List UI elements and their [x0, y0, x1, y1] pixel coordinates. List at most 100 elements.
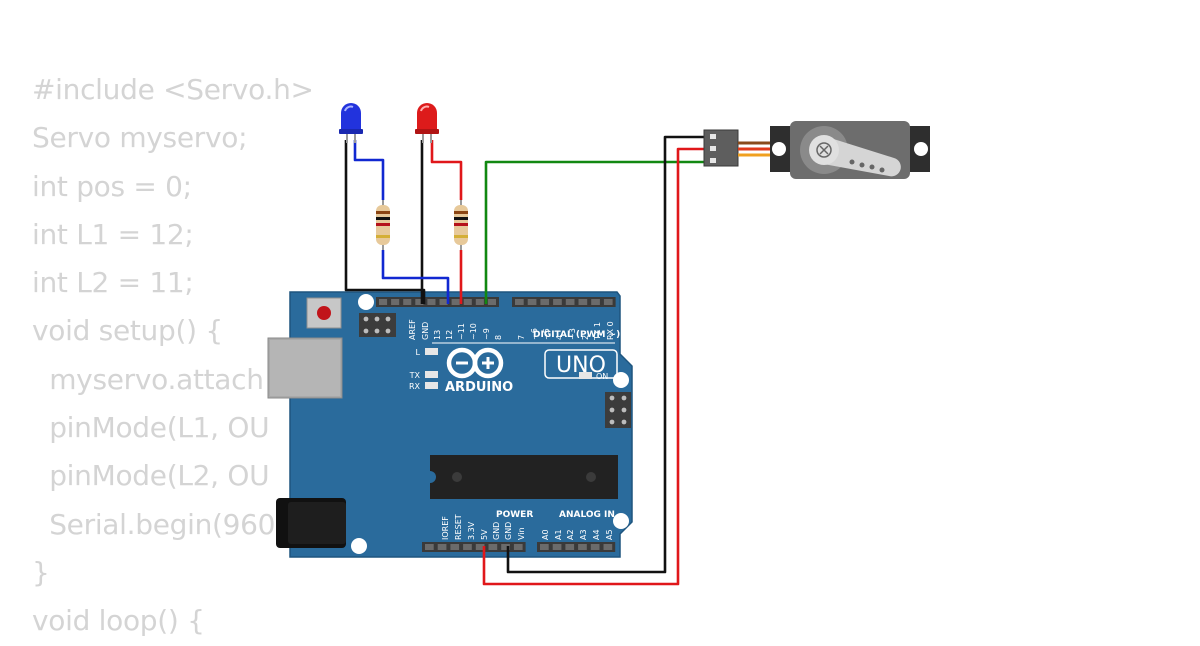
header-pin[interactable]: [475, 544, 485, 550]
header-pin[interactable]: [439, 299, 448, 305]
power-header-label: POWER: [496, 510, 533, 520]
header-pin[interactable]: [540, 544, 549, 550]
header-pin[interactable]: [540, 299, 550, 305]
header-pin[interactable]: [487, 299, 496, 305]
header-pin[interactable]: [403, 299, 412, 305]
wire-red-servo-power: [482, 147, 708, 586]
header-pin[interactable]: [578, 544, 587, 550]
header-pin[interactable]: [379, 299, 388, 305]
pin-label: A1: [554, 529, 563, 540]
analog-header-label: ANALOG IN: [559, 510, 615, 520]
wire-blue-led-anode: [353, 140, 385, 200]
pin-label: 13: [433, 330, 442, 340]
header-pin[interactable]: [578, 299, 588, 305]
arduino-uno-board[interactable]: UNO ARDUINO L TX RX ON DIGITAL (PWM ~) P…: [267, 291, 633, 558]
pin-label: 8: [494, 335, 503, 340]
resistor-icon[interactable]: [376, 200, 390, 250]
pin-label: Vin: [517, 527, 526, 540]
header-pin[interactable]: [450, 544, 460, 550]
pin-label: ~5: [542, 328, 551, 340]
board-brand-label: ARDUINO: [445, 380, 513, 395]
header-pin[interactable]: [415, 299, 424, 305]
pin-label: A0: [541, 529, 550, 540]
wires: [344, 135, 708, 586]
pin-label: 7: [517, 335, 526, 340]
header-pin[interactable]: [565, 544, 575, 550]
led-icon[interactable]: [415, 103, 439, 143]
code-line: myservo.attach: [32, 362, 264, 396]
pin-label: ~6: [530, 328, 539, 340]
header-pin[interactable]: [451, 299, 460, 305]
header-pin[interactable]: [553, 299, 562, 305]
pin-label: 3.3V: [467, 521, 476, 540]
pin-label: GND: [504, 522, 513, 540]
code-line: void setup() {: [32, 314, 223, 348]
analog-header[interactable]: [537, 542, 616, 552]
header-pin[interactable]: [425, 544, 434, 550]
digital-header-label: DIGITAL (PWM ~): [533, 330, 620, 340]
wire-black-blue-led-gnd: [344, 140, 426, 304]
pin-label: GND: [421, 322, 430, 340]
pin-label: ~3: [568, 328, 577, 340]
power-jack: [276, 498, 346, 548]
led-tx-label: TX: [409, 371, 421, 380]
header-pin[interactable]: [565, 299, 575, 305]
pin-label: GND: [492, 522, 501, 540]
header-pin[interactable]: [590, 544, 600, 550]
header-pin[interactable]: [513, 544, 523, 550]
header-pin[interactable]: [391, 299, 400, 305]
mounting-hole: [351, 538, 367, 554]
header-pin[interactable]: [501, 544, 510, 550]
header-pin[interactable]: [475, 299, 484, 305]
pin-label: A2: [566, 529, 575, 540]
header-pin[interactable]: [552, 544, 562, 550]
code-line: }: [32, 555, 50, 589]
pin-label: ~11: [457, 323, 466, 340]
code-line: pinMode(L2, OU: [32, 459, 270, 493]
mounting-hole: [358, 294, 374, 310]
circuit-diagram: UNO ARDUINO L TX RX ON DIGITAL (PWM ~) P…: [267, 103, 930, 586]
header-pin[interactable]: [603, 544, 613, 550]
resistor-icon[interactable]: [454, 200, 468, 250]
pin-label: ~9: [482, 328, 491, 340]
header-pin[interactable]: [437, 544, 447, 550]
pin-label: A4: [592, 529, 601, 540]
wire-green-servo-signal: [484, 160, 708, 304]
pin-label: 2: [581, 335, 590, 340]
mounting-hole: [613, 513, 629, 529]
pin-label: RX 0: [606, 321, 615, 340]
code-overlay: #include <Servo.h>Servo myservo;int pos …: [32, 66, 314, 646]
servo-motor-icon[interactable]: [703, 121, 930, 179]
wire-blue-resistor-pin11: [381, 250, 450, 304]
pin-label: 12: [445, 330, 454, 340]
pin-label: AREF: [408, 319, 417, 340]
header-pin[interactable]: [603, 299, 613, 305]
header-pin[interactable]: [488, 544, 498, 550]
led-icon[interactable]: [339, 103, 363, 143]
icsp-header-top: [359, 313, 396, 337]
atmega-chip: [430, 455, 618, 499]
onboard-leds: L TX RX ON: [409, 348, 608, 391]
power-header[interactable]: [422, 542, 526, 552]
pin-label: 4: [555, 335, 564, 340]
header-pin[interactable]: [463, 299, 472, 305]
pin-label: TX 1: [593, 322, 602, 341]
led-rx-label: RX: [409, 382, 421, 391]
pin-label: A5: [605, 529, 614, 540]
code-line: pinMode(L1, OU: [32, 411, 270, 445]
digital-header-left[interactable]: [376, 297, 499, 307]
usb-connector: [267, 337, 343, 399]
header-pin[interactable]: [591, 299, 600, 305]
pin-label: ~10: [469, 323, 478, 340]
pin-label: A3: [579, 529, 588, 540]
code-line: #include <Servo.h>: [32, 73, 314, 106]
mounting-hole: [613, 372, 629, 388]
header-pin[interactable]: [527, 299, 537, 305]
header-pin[interactable]: [463, 544, 472, 550]
header-pin[interactable]: [515, 299, 524, 305]
header-pin[interactable]: [427, 299, 436, 305]
digital-header-right[interactable]: [512, 297, 616, 307]
pin-label: IOREF: [441, 516, 450, 540]
reset-button[interactable]: [306, 297, 342, 329]
